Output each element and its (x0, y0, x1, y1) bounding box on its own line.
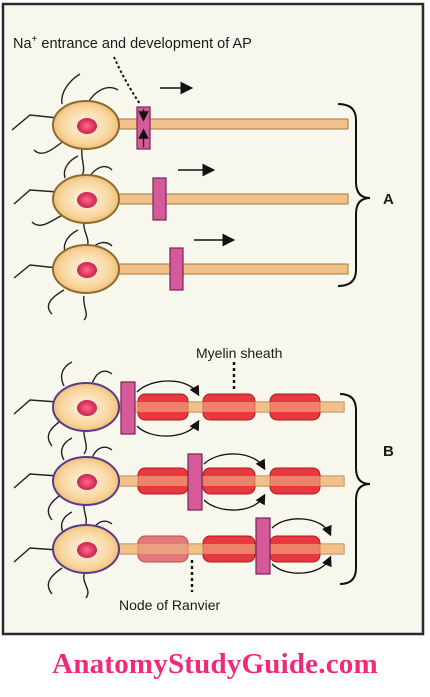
saltatory-current (136, 419, 200, 437)
dendrite (13, 473, 59, 489)
neuron-a3 (13, 229, 349, 321)
dendrite (13, 399, 59, 415)
dendrite (13, 264, 59, 279)
dendrite (83, 573, 89, 599)
dendrite (63, 155, 79, 179)
nucleus (77, 542, 97, 558)
na-entrance-label: Na+ entrance and development of AP (13, 34, 252, 52)
dendrite (47, 567, 63, 595)
saltatory-current (203, 493, 266, 511)
dendrite (13, 547, 59, 563)
dendrite (87, 86, 119, 104)
dendrite (13, 189, 59, 205)
axon (107, 193, 349, 205)
node-of-ranvier-label: Node of Ranvier (119, 597, 221, 613)
dendrite (61, 73, 81, 105)
axon-over-myelin (108, 476, 344, 486)
group-b-myelinated: Myelin sheath (13, 345, 394, 613)
dendrite (60, 361, 73, 387)
dendrite (47, 289, 65, 315)
nucleus (77, 400, 97, 416)
neuron-a1 (11, 73, 349, 179)
dendrite (91, 370, 113, 385)
na-label-pointer (113, 56, 141, 105)
neuron-b3 (13, 511, 345, 599)
saltatory-current (203, 453, 266, 471)
saltatory-current (271, 555, 332, 574)
dendrite (11, 114, 59, 131)
dendrite (60, 437, 73, 461)
saltatory-current (136, 380, 200, 397)
dendrite (31, 213, 65, 226)
neuron-b2 (13, 437, 345, 529)
neuron-a2 (13, 155, 349, 249)
nucleus (77, 474, 97, 490)
group-a-unmyelinated: Na+ entrance and development of AP A (11, 34, 394, 321)
depolarized-zone (187, 453, 203, 511)
dendrite (91, 446, 113, 459)
myelin-sheath-label: Myelin sheath (196, 345, 282, 361)
neuron-conduction-diagram: Na+ entrance and development of AP A Mye… (1, 2, 425, 636)
nucleus (77, 262, 97, 278)
neuron-b1 (13, 361, 345, 455)
axon (107, 263, 349, 275)
depolarized-zone (120, 381, 136, 435)
nucleus (77, 118, 97, 134)
depolarized-zone (152, 177, 167, 221)
depolarized-zone (255, 517, 271, 575)
brace-a (337, 103, 371, 287)
group-b-label: B (383, 443, 394, 460)
depolarized-zone (169, 247, 184, 291)
dendrite (89, 165, 113, 177)
axon-over-myelin (108, 402, 344, 412)
axon-over-myelin (108, 544, 344, 554)
group-a-label: A (383, 191, 394, 208)
dendrite (63, 229, 79, 253)
nucleus (77, 192, 97, 208)
site-watermark: AnatomyStudyGuide.com (52, 648, 378, 680)
brace-b (339, 393, 371, 585)
saltatory-current (271, 518, 332, 537)
dendrite (82, 295, 87, 321)
